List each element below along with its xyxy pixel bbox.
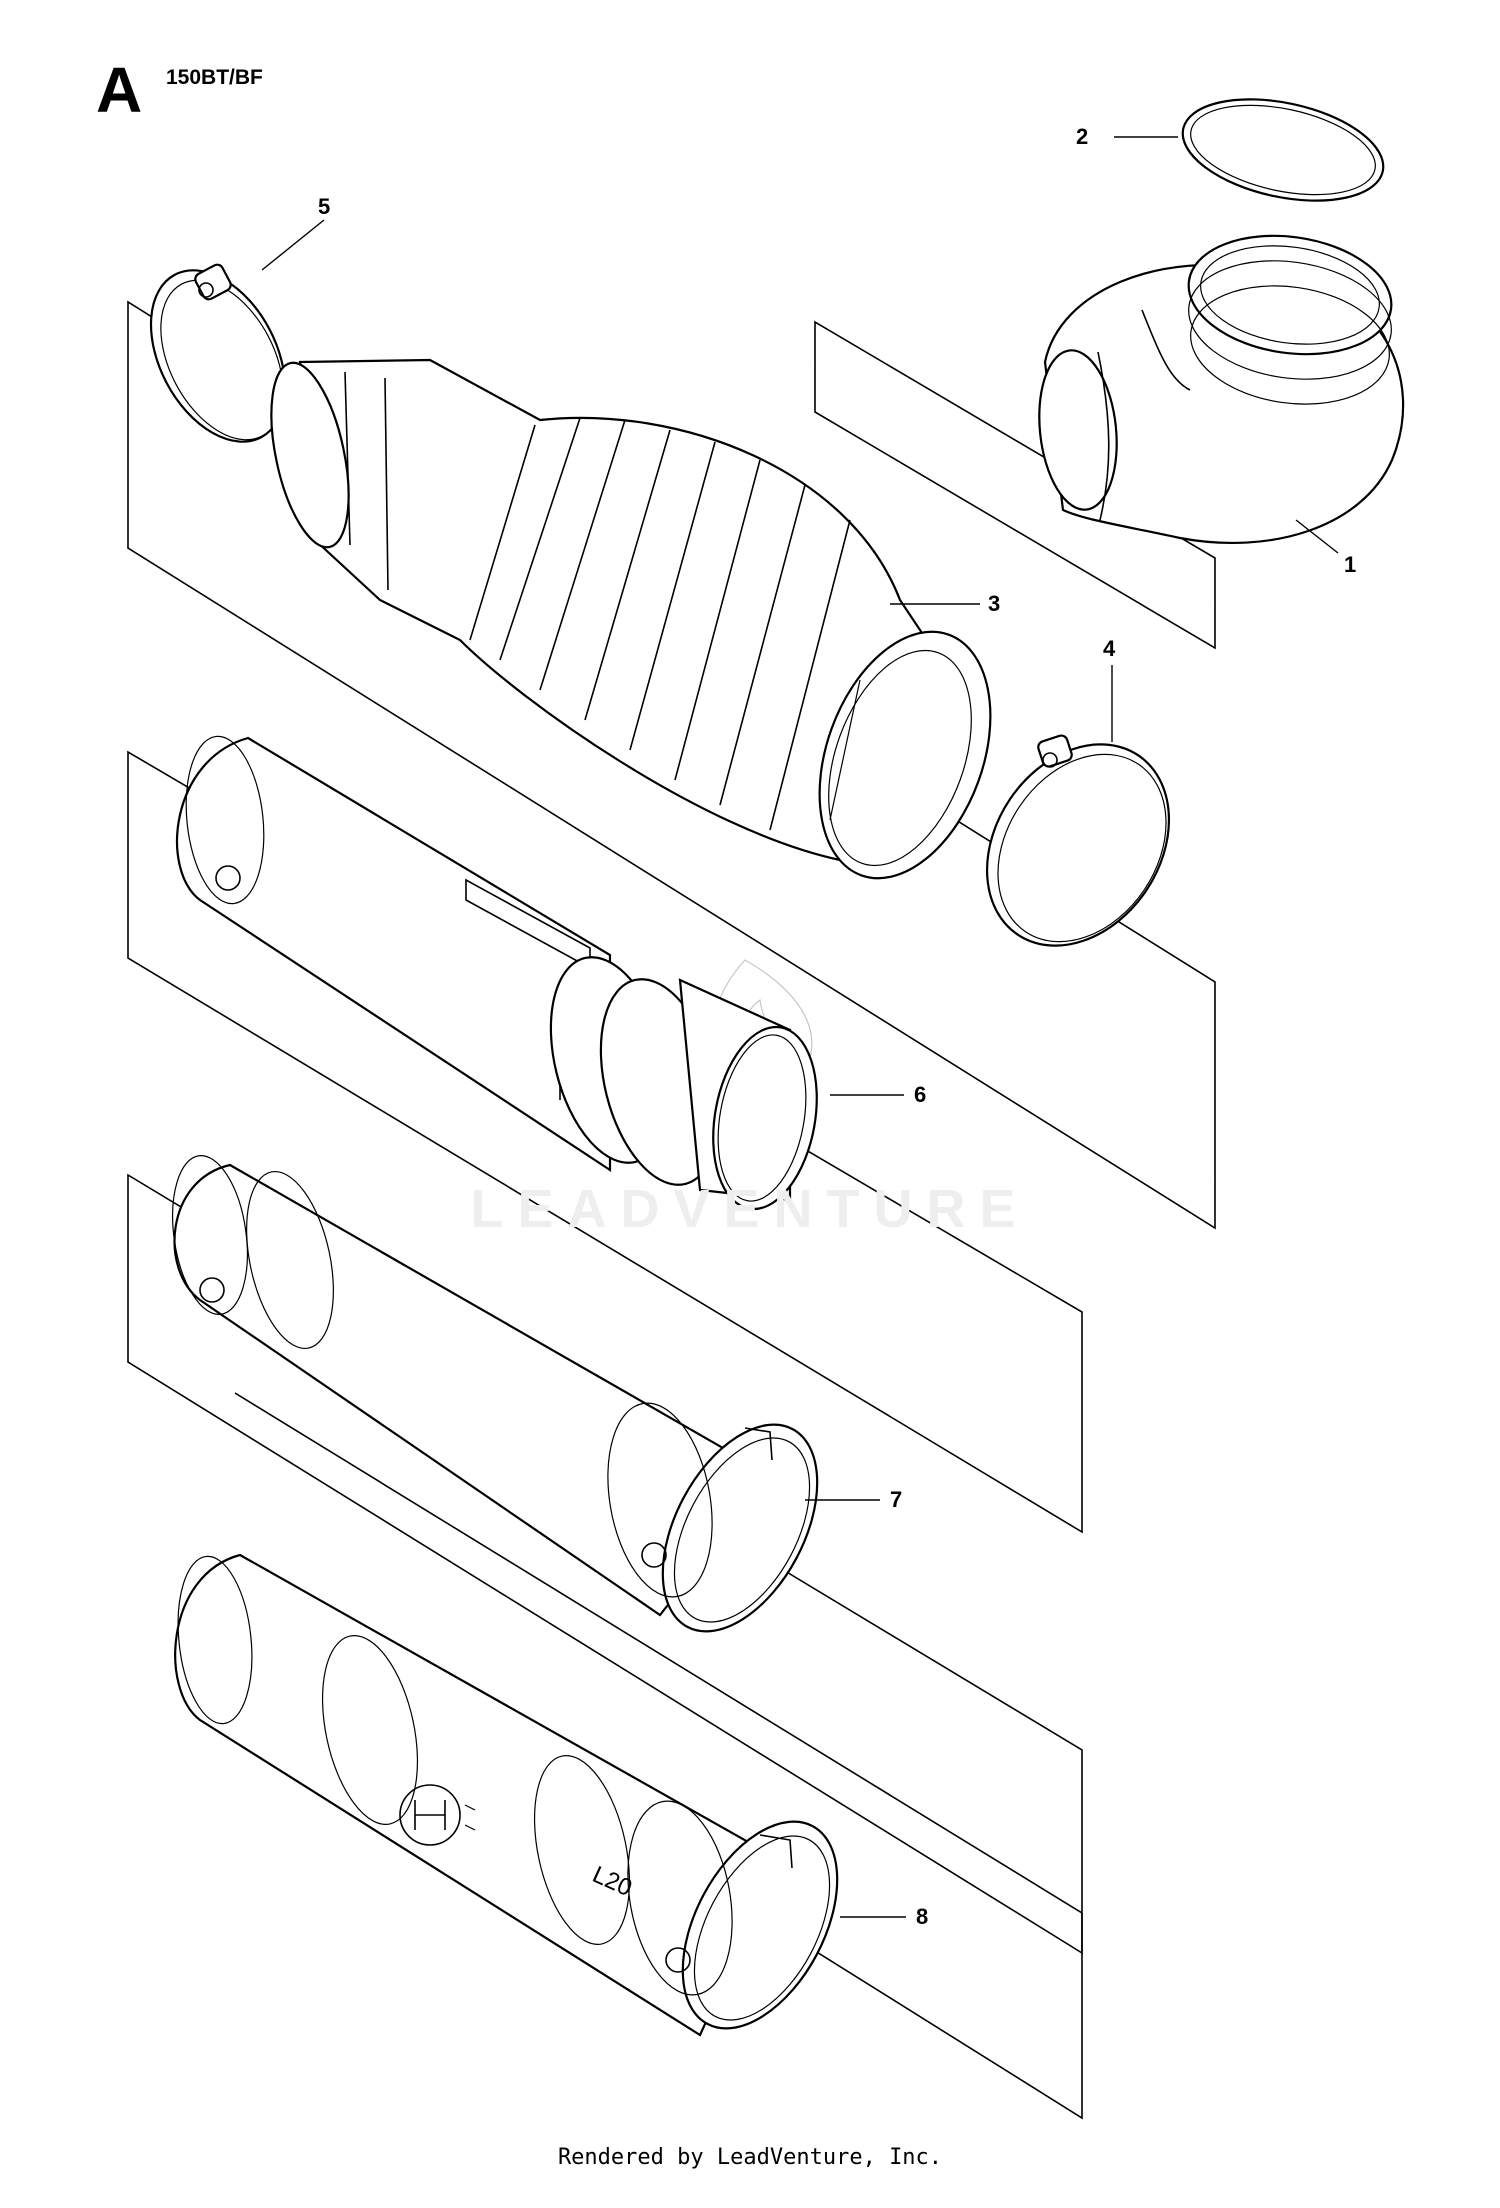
part-6-blow-tube [175,735,818,1211]
leader-5 [261,219,325,271]
part-8-blow-tube [174,1553,839,2037]
part-2-o-ring [1181,98,1385,202]
part-4-hose-clamp [985,734,1171,947]
callout-2: 2 [1076,124,1089,149]
callout-leaders [261,136,1339,1918]
callout-4: 4 [1103,636,1116,661]
leader-1 [1295,519,1339,554]
part-5-hose-clamp [149,263,287,443]
render-credit: Rendered by LeadVenture, Inc. [557,2145,943,2170]
husqvarna-crown-logo-icon [399,1784,476,1846]
callout-5: 5 [318,194,331,219]
section-letter: A [96,54,143,126]
model-number: 150BT/BF [166,66,263,89]
callout-3: 3 [988,591,1001,616]
callout-8: 8 [916,1904,929,1929]
callout-6: 6 [914,1082,927,1107]
part-1-elbow [1038,234,1405,545]
part-7-blow-tube [172,1155,819,1633]
callout-7: 7 [890,1487,903,1512]
part-3-bellows-hose [270,358,992,880]
callout-1: 1 [1344,552,1357,577]
watermark-text: LEADVENTURE [470,1179,1030,1239]
